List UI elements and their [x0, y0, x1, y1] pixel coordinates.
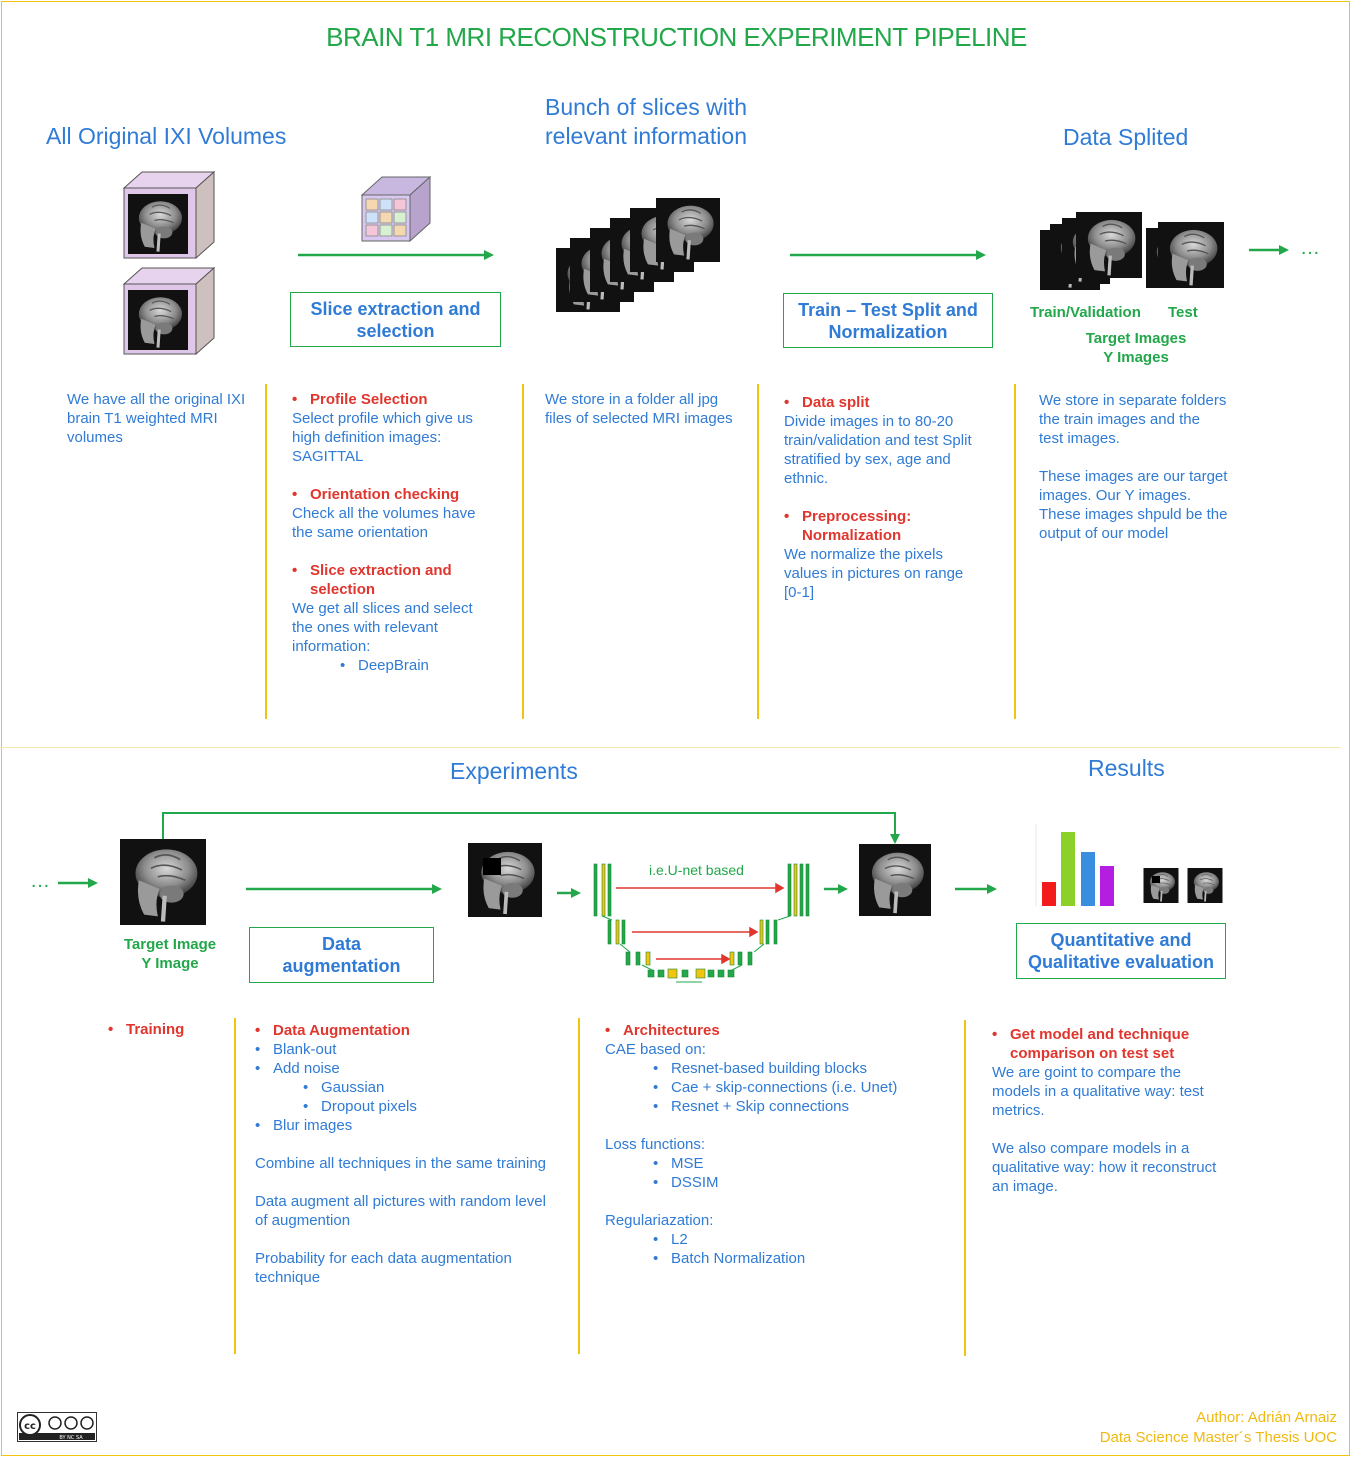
- page-title: BRAIN T1 MRI RECONSTRUCTION EXPERIMENT P…: [326, 22, 1027, 52]
- orientation-checking-heading: Orientation checking: [292, 485, 517, 504]
- svg-text:cc: cc: [24, 1421, 36, 1432]
- separator: [757, 384, 759, 719]
- desc-data-augmentation: Data Augmentation Blank-out Add noise Ga…: [255, 1021, 570, 1287]
- arrow-continue-top: [1249, 245, 1289, 255]
- unet-label: i.e.U-net based: [649, 862, 744, 878]
- arrow-to-augmented: [246, 884, 442, 894]
- bar-blue: [1081, 852, 1095, 906]
- bar-purple: [1100, 866, 1114, 906]
- desc-architectures: Architectures CAE based on: Resnet-based…: [605, 1021, 945, 1268]
- heading-slices: Bunch of slices with relevant informatio…: [545, 94, 747, 149]
- separator: [1014, 384, 1016, 719]
- bar-green: [1061, 832, 1075, 906]
- footer-credits: Author: Adrián Arnaiz Data Science Maste…: [1100, 1408, 1337, 1448]
- preprocessing-heading: Preprocessing:Normalization: [784, 507, 1009, 545]
- arrow-to-unet: [557, 888, 581, 898]
- svg-text:BY NC SA: BY NC SA: [59, 1435, 83, 1441]
- unet-diagram: [593, 863, 810, 983]
- ellipsis-top: …: [1300, 237, 1320, 259]
- label-train-validation: Train/Validation: [1030, 304, 1141, 321]
- author: Author: Adrián Arnaiz: [1196, 1409, 1337, 1426]
- heading-original-volumes: All Original IXI Volumes: [46, 123, 287, 149]
- deepbrain-item: DeepBrain: [340, 656, 517, 675]
- reconstructed-image: [851, 844, 939, 916]
- arrow-to-split: [790, 250, 986, 260]
- profile-selection-heading: Profile Selection: [292, 390, 517, 409]
- separator: [234, 1018, 236, 1354]
- target-image: [111, 839, 215, 925]
- heading-data-split: Data Splited: [1063, 124, 1189, 150]
- separator: [578, 1018, 580, 1354]
- slices-stack-illustration: [556, 198, 720, 312]
- separator: [964, 1020, 966, 1356]
- mri-volumes-illustration: [122, 170, 216, 356]
- heading-results: Results: [1088, 755, 1165, 781]
- results-image-comparison: [1142, 868, 1224, 903]
- results-bar-chart: [1035, 824, 1114, 906]
- split-images-illustration: [1040, 212, 1224, 290]
- skip-connection-arrow: [162, 812, 900, 844]
- desc-slice-extraction: Profile Selection Select profile which g…: [292, 390, 517, 675]
- desc-split-normalization: Data split Divide images in to 80-20 tra…: [784, 393, 1009, 602]
- label-target-image: Target Image Y Image: [123, 936, 217, 972]
- separator: [265, 384, 267, 719]
- training-heading: Training: [108, 1020, 1353, 1039]
- ellipsis-bottom: …: [30, 870, 50, 892]
- arrow-to-output: [824, 884, 848, 894]
- rubik-cube-icon: [360, 175, 432, 243]
- arrow-into-experiments: [58, 878, 98, 888]
- separator: [522, 384, 524, 719]
- augmented-image: [460, 843, 550, 917]
- bar-red: [1042, 882, 1056, 906]
- section-divider: [0, 747, 1340, 748]
- arrow-to-results: [955, 884, 997, 894]
- data-split-heading: Data split: [784, 393, 1009, 412]
- architectures-heading: Architectures: [605, 1021, 945, 1040]
- cc-license-logo: cc BY NC SA: [17, 1412, 97, 1442]
- label-test: Test: [1168, 304, 1198, 321]
- heading-experiments: Experiments: [450, 758, 578, 784]
- label-target-images: Target Images Y Images: [1085, 330, 1187, 366]
- data-augmentation-heading: Data Augmentation: [255, 1021, 570, 1040]
- thesis: Data Science Master´s Thesis UOC: [1099, 1429, 1337, 1446]
- arrow-to-slices: [298, 250, 494, 260]
